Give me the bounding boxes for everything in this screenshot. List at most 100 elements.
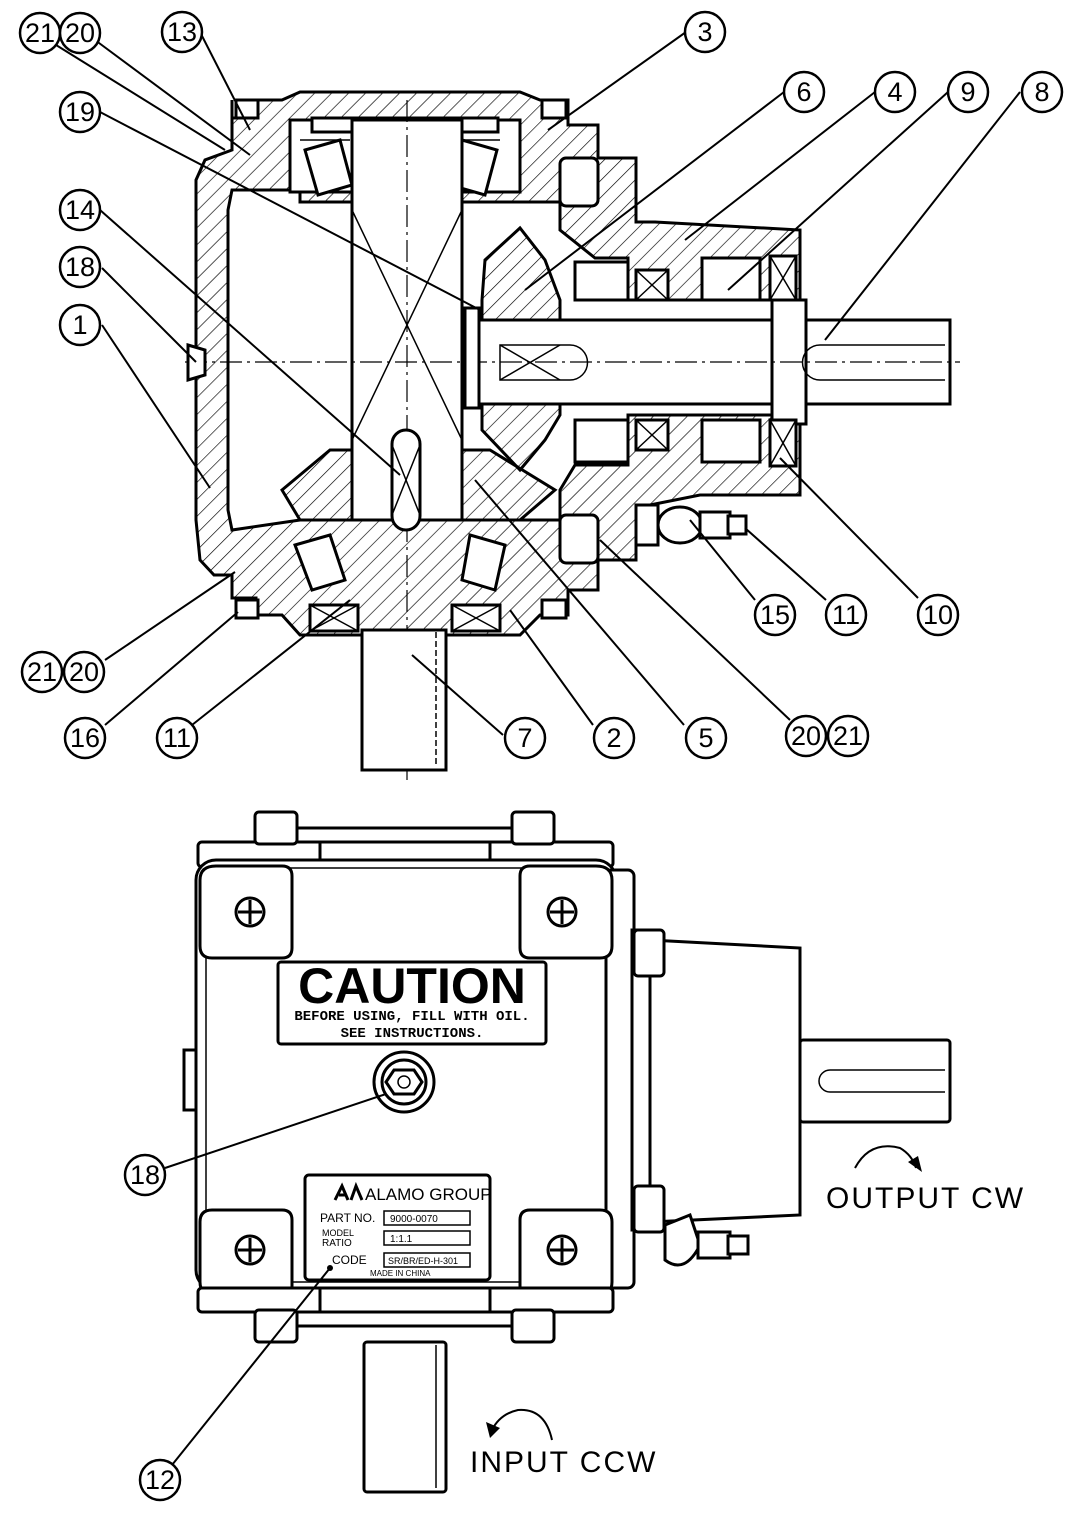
svg-text:4: 4	[887, 77, 902, 107]
ratio-label-1: MODEL	[322, 1228, 354, 1238]
top-bolt-right	[510, 810, 556, 846]
svg-text:14: 14	[65, 195, 95, 225]
part-no-value: 9000-0070	[390, 1214, 438, 1225]
svg-text:21: 21	[25, 18, 55, 48]
callout-15: 15	[753, 593, 797, 637]
caution-line-2: SEE INSTRUCTIONS.	[341, 1026, 484, 1042]
output-bearing-inner-bottom	[573, 418, 630, 464]
svg-text:20: 20	[69, 657, 99, 687]
callout-16: 16	[63, 716, 107, 760]
leader-lines-top	[47, 31, 1021, 736]
spacer-bottom	[634, 418, 670, 452]
output-direction-label: OUTPUT CW	[826, 1182, 1025, 1215]
callout-14: 14	[58, 188, 102, 232]
exterior-view: CAUTION BEFORE USING, FILL WITH OIL. SEE…	[123, 810, 1025, 1502]
grease-fitting	[634, 503, 748, 547]
part-no-label: PART NO.	[320, 1211, 375, 1225]
code-value: SR/BR/ED-H-301	[388, 1256, 458, 1266]
callout-10: 10	[916, 593, 960, 637]
bottom-right-bearing	[460, 533, 507, 592]
output-seal-top	[768, 254, 798, 302]
oil-fill-plug	[372, 1050, 436, 1114]
bolt-right-top	[558, 156, 600, 208]
bottom-seal-right	[450, 603, 502, 633]
callout-12: 12	[138, 1458, 182, 1502]
output-bolt-bottom	[632, 1184, 666, 1234]
svg-text:15: 15	[760, 600, 790, 630]
callout-7: 7	[503, 716, 547, 760]
screw-bl	[234, 1234, 266, 1266]
svg-text:5: 5	[698, 723, 713, 753]
section-view: 21 20 13 3 19 6 4 9 8 14 18 1 15 11 10 2…	[18, 10, 1064, 780]
screw-br	[546, 1234, 578, 1266]
callout-18-b: 18	[123, 1153, 167, 1197]
drain-plug-left	[186, 342, 207, 383]
caution-line-1: BEFORE USING, FILL WITH OIL.	[294, 1009, 529, 1025]
caution-title: CAUTION	[298, 958, 526, 1014]
code-label: CODE	[332, 1253, 367, 1267]
callout-9: 9	[946, 70, 990, 114]
callout-21-b: 21	[20, 650, 64, 694]
input-rotation-arrow-icon	[491, 1408, 553, 1441]
callout-3: 3	[683, 10, 727, 54]
callout-21-c: 21	[826, 714, 870, 758]
bolt-bottom-right	[540, 598, 568, 620]
nameplate: ALAMO GROUP PART NO. 9000-0070 MODEL RAT…	[303, 1173, 492, 1282]
nameplate-brand: ALAMO GROUP	[365, 1185, 492, 1204]
svg-text:7: 7	[517, 723, 532, 753]
svg-text:12: 12	[145, 1465, 175, 1495]
output-bearing-outer-bottom	[700, 418, 762, 464]
svg-text:10: 10	[923, 600, 953, 630]
svg-text:21: 21	[27, 657, 57, 687]
input-shaft-extension	[360, 628, 448, 772]
callout-20-c: 20	[784, 714, 828, 758]
bolt-top-right	[540, 98, 568, 120]
ratio-value: 1:1.1	[390, 1234, 413, 1245]
output-housing	[648, 938, 802, 1224]
callout-21-a: 21	[18, 11, 62, 55]
retaining-washer	[463, 306, 481, 410]
top-bolt-left	[253, 810, 299, 846]
svg-text:18: 18	[65, 252, 95, 282]
svg-text:9: 9	[960, 77, 975, 107]
output-seal-bottom	[768, 418, 798, 468]
callout-11-a: 11	[824, 593, 868, 637]
svg-text:2: 2	[606, 723, 621, 753]
made-in-text: MADE IN CHINA	[370, 1269, 431, 1278]
callout-13: 13	[160, 10, 204, 54]
callout-18-a: 18	[58, 245, 102, 289]
callout-19: 19	[58, 90, 102, 134]
svg-text:3: 3	[697, 17, 712, 47]
svg-text:11: 11	[832, 600, 860, 630]
callout-1: 1	[58, 303, 102, 347]
output-shaft-stub	[798, 1038, 952, 1124]
callout-8: 8	[1020, 70, 1064, 114]
output-shaft-keyway	[818, 1069, 945, 1093]
callout-6: 6	[782, 70, 826, 114]
ratio-label-2: RATIO	[322, 1238, 352, 1249]
callout-20-a: 20	[58, 11, 102, 55]
output-rotation-arrow-icon	[854, 1145, 917, 1169]
output-keyway	[801, 344, 945, 381]
callout-5: 5	[684, 716, 728, 760]
svg-text:20: 20	[791, 721, 821, 751]
input-bevel-gear	[280, 448, 558, 522]
input-shaft-stub	[362, 1340, 448, 1494]
svg-text:20: 20	[65, 18, 95, 48]
bottom-left-bearing	[293, 533, 347, 592]
output-arrow-head-icon	[908, 1156, 922, 1172]
svg-text:1: 1	[72, 310, 87, 340]
screw-tl	[234, 896, 266, 928]
callout-4: 4	[873, 70, 917, 114]
svg-text:16: 16	[70, 723, 100, 753]
grease-fitting-exterior	[663, 1213, 750, 1267]
bottom-bolt-left	[253, 1308, 299, 1344]
output-bearing-outer-top	[700, 256, 762, 302]
bottom-seal-left	[308, 603, 360, 633]
left-tab	[182, 1048, 198, 1112]
output-bolt-top	[632, 928, 666, 978]
svg-text:19: 19	[65, 97, 95, 127]
bottom-bolt-right	[510, 1308, 556, 1344]
alamo-logo-icon	[333, 1181, 364, 1201]
